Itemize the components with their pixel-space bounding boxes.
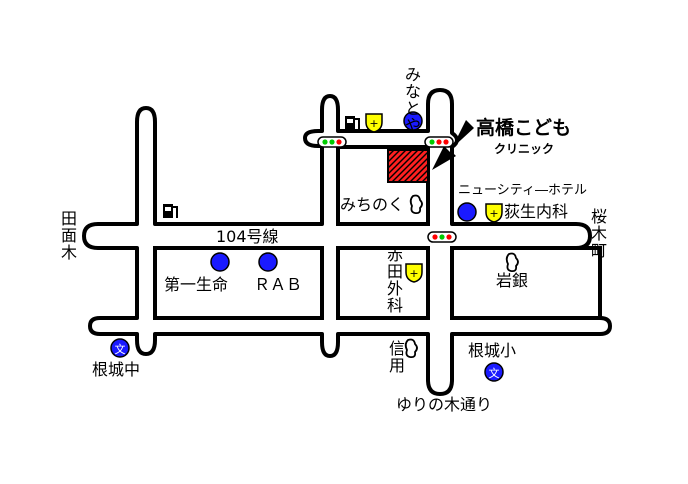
landmark-dot-icon (457, 202, 477, 222)
bank-icon (409, 194, 423, 215)
landmark-dot-icon (210, 252, 230, 272)
svg-text:+: + (369, 117, 378, 130)
shinyo-label: 信用 (388, 339, 405, 375)
landmark-dot-icon (258, 252, 278, 272)
traffic-light-icon (427, 231, 457, 243)
svg-text:文: 文 (115, 342, 126, 356)
svg-text:文: 文 (489, 366, 500, 380)
traffic-light-icon (317, 136, 347, 148)
bank-icon (404, 338, 418, 359)
michinoku-label: みちのく (340, 195, 405, 214)
pointer-arrow-icon (432, 120, 474, 170)
iwagin-label: 岩銀 (496, 271, 529, 290)
block-michinoku (336, 145, 430, 226)
svg-text:+: + (409, 267, 418, 280)
school-icon: 文 (484, 362, 504, 382)
hospital-icon: + (365, 113, 383, 133)
sakuragicho-label: 桜木町 (590, 207, 607, 260)
gas-station-icon (345, 116, 360, 130)
svg-text:+: + (489, 207, 498, 220)
nejo-junior-high-label: 根城中 (92, 360, 141, 379)
minatoya-label: みなとや (404, 65, 421, 135)
block-iwagin (450, 246, 602, 320)
block-first-life (153, 246, 324, 320)
traffic-light-icon (424, 136, 454, 148)
tamoki-label: 田面木 (60, 209, 77, 262)
daiichi-life-label: 第一生命 (164, 275, 229, 294)
clinic-subtitle: クリニック (494, 142, 555, 156)
hospital-icon: + (405, 263, 423, 283)
yurinoki-street-label: ゆりの木通り (396, 395, 493, 414)
clinic-hatch (387, 149, 429, 183)
route-104-label: 104号線 (216, 227, 279, 246)
nejo-elementary-label: 根城小 (468, 341, 517, 360)
block-akata (336, 246, 430, 320)
school-icon: 文 (110, 338, 130, 358)
gas-station-icon (163, 204, 178, 218)
akata-surgery-label: 赤田外科 (386, 245, 403, 315)
hospital-icon: + (485, 203, 503, 223)
newcity-hotel-label: ニューシティ―ホテル (458, 183, 587, 198)
clinic-name: 高橋こども (476, 117, 572, 139)
ogyu-clinic-label: 荻生内科 (504, 202, 569, 221)
bank-icon (505, 252, 519, 273)
rab-label: ＲＡＢ (254, 275, 303, 294)
landmark-dot-icon (403, 111, 423, 131)
